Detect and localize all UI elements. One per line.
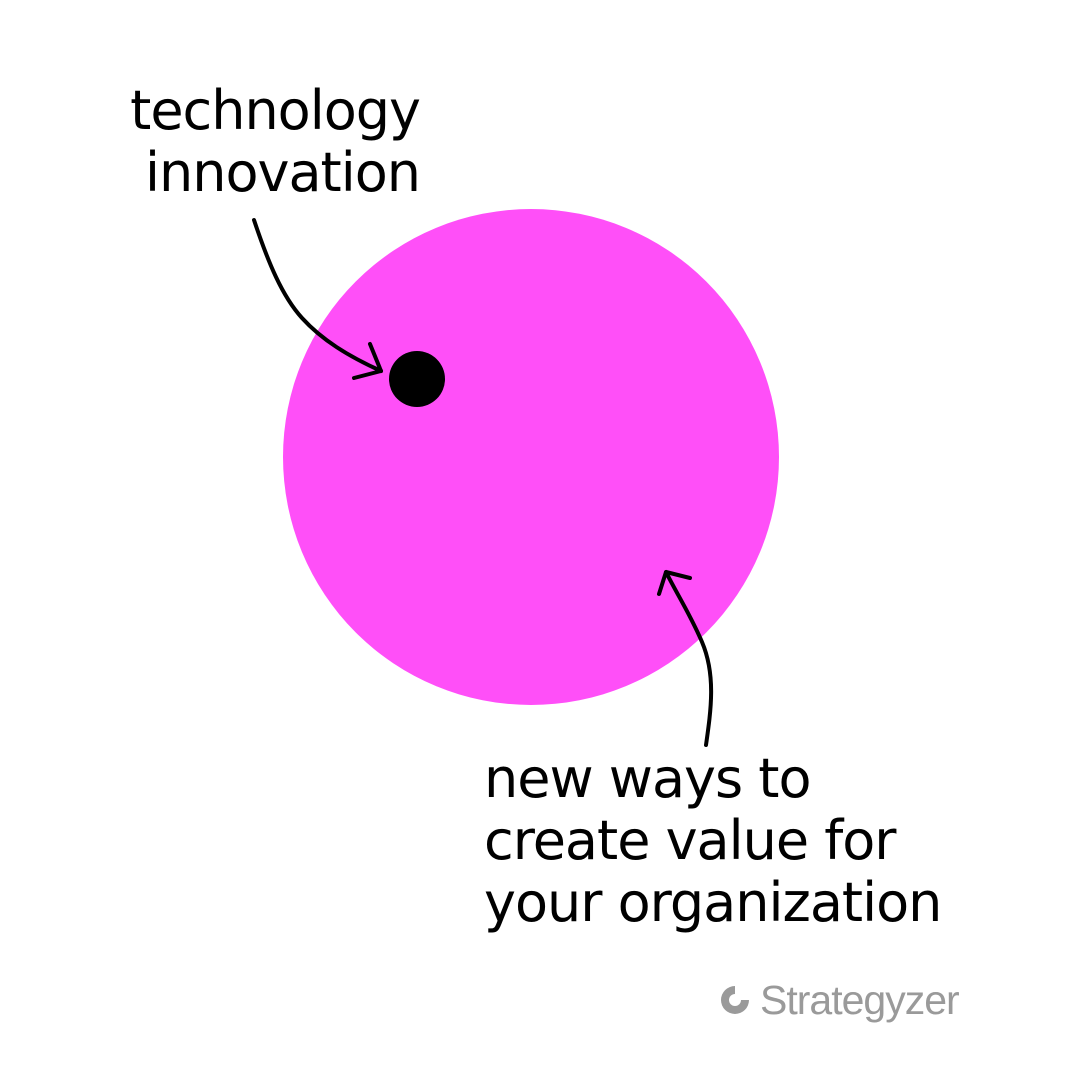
label-line: new ways to	[484, 747, 812, 810]
arrow-to-circle	[657, 570, 714, 747]
technology-innovation-label: technology innovation	[90, 79, 421, 204]
label-line: create value for	[484, 809, 897, 872]
brand-name: Strategyzer	[760, 976, 960, 1023]
value-creation-label: new ways to create value for your organi…	[484, 747, 942, 934]
label-line: technology	[130, 79, 421, 142]
strategyzer-logo-icon	[721, 986, 749, 1014]
value-circle	[283, 209, 779, 705]
arrow-to-dot	[252, 218, 383, 380]
technology-dot	[389, 351, 445, 407]
brand-logo: Strategyzer	[718, 976, 960, 1024]
label-line: innovation	[145, 141, 421, 204]
label-line: your organization	[484, 871, 942, 934]
